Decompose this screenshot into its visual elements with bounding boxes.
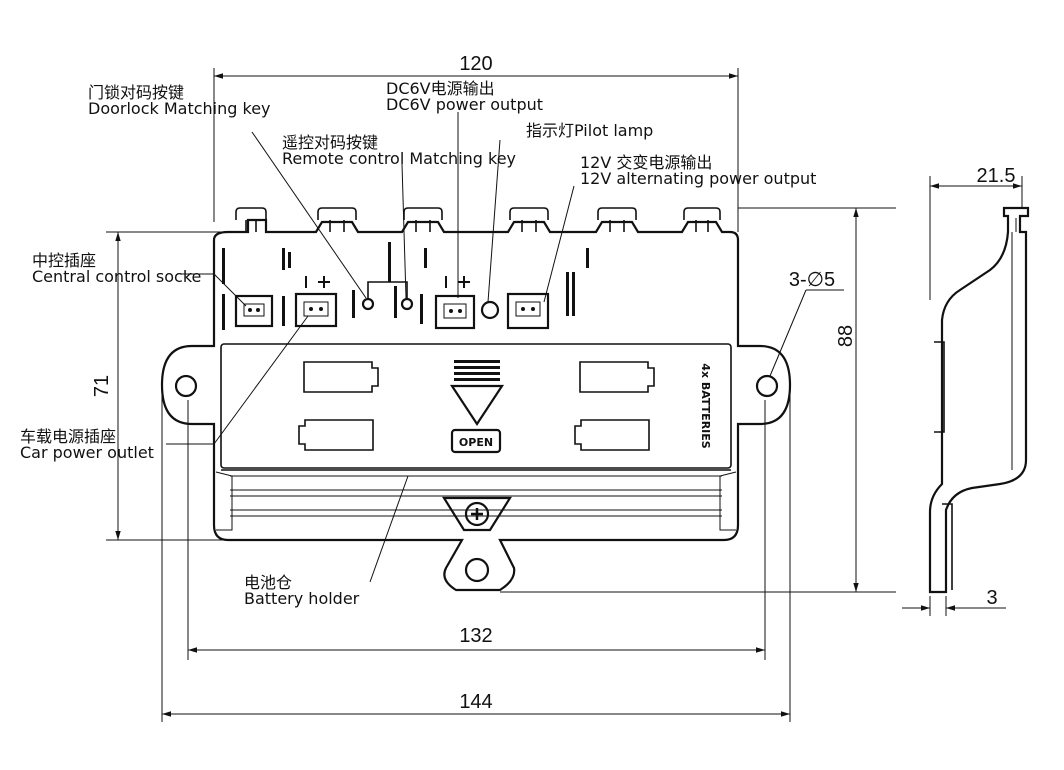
battery-cover [220, 343, 732, 469]
label-car-en: Car power outlet [20, 443, 154, 462]
label-dc6v-en: DC6V power output [386, 95, 543, 114]
dimension-texts: 120 132 144 71 88 21.5 3 3-∅5 [91, 53, 1015, 713]
dimension-lines [106, 68, 1023, 722]
label-central-cn: 中控插座 [32, 251, 96, 270]
side-view [928, 206, 1030, 594]
dim-71: 71 [91, 375, 113, 397]
label-pilot: 指示灯Pilot lamp [526, 121, 653, 140]
label-battery-en: Battery holder [244, 589, 360, 608]
open-text: OPEN [459, 436, 493, 449]
dim-88: 88 [835, 325, 857, 347]
mount-hole-bottom [464, 557, 490, 583]
open-latch: OPEN [449, 360, 505, 454]
dim-120: 120 [459, 53, 492, 75]
socket-car [294, 292, 338, 328]
label-battery-cn: 电池仓 [244, 573, 292, 592]
label-ac12v-cn: 12V 交变电源输出 [580, 153, 712, 172]
label-dc6v-cn: DC6V电源输出 [386, 79, 495, 98]
label-remote-cn: 遥控对码按键 [282, 133, 378, 152]
remote-key [400, 297, 414, 311]
label-ac12v-en: 12V alternating power output [580, 169, 816, 188]
socket-dc6v [434, 294, 476, 330]
front-view: OPEN 4x BATTERIES [160, 207, 792, 592]
label-remote-en: Remote control Matching key [282, 149, 516, 168]
screw-tab [442, 496, 512, 532]
dim-144: 144 [459, 691, 492, 713]
board-fine-print [222, 242, 589, 330]
socket-12v-ac [506, 292, 550, 330]
pilot-lamp [480, 300, 500, 320]
mount-hole-right [755, 374, 779, 398]
top-tabs [235, 207, 721, 232]
label-central-en: Central control socke [32, 267, 201, 286]
mount-hole-left [174, 374, 198, 398]
callout-labels: 门锁对码按键 Doorlock Matching key 遥控对码按键 Remo… [20, 79, 816, 608]
dim-3: 3 [986, 587, 997, 609]
doorlock-key [361, 297, 375, 311]
board-outline [160, 218, 792, 592]
polarity-marks [305, 276, 470, 288]
socket-central [234, 294, 274, 328]
callout-leaders [166, 112, 575, 583]
dim-132: 132 [459, 625, 492, 647]
dim-21-5: 21.5 [977, 165, 1016, 187]
label-car-cn: 车载电源插座 [20, 427, 116, 446]
label-doorlock-en: Doorlock Matching key [88, 99, 271, 118]
label-doorlock-cn: 门锁对码按键 [88, 83, 184, 102]
batteries-text: 4x BATTERIES [699, 363, 712, 448]
battery-cells [298, 361, 655, 451]
dim-holes: 3-∅5 [789, 269, 835, 291]
